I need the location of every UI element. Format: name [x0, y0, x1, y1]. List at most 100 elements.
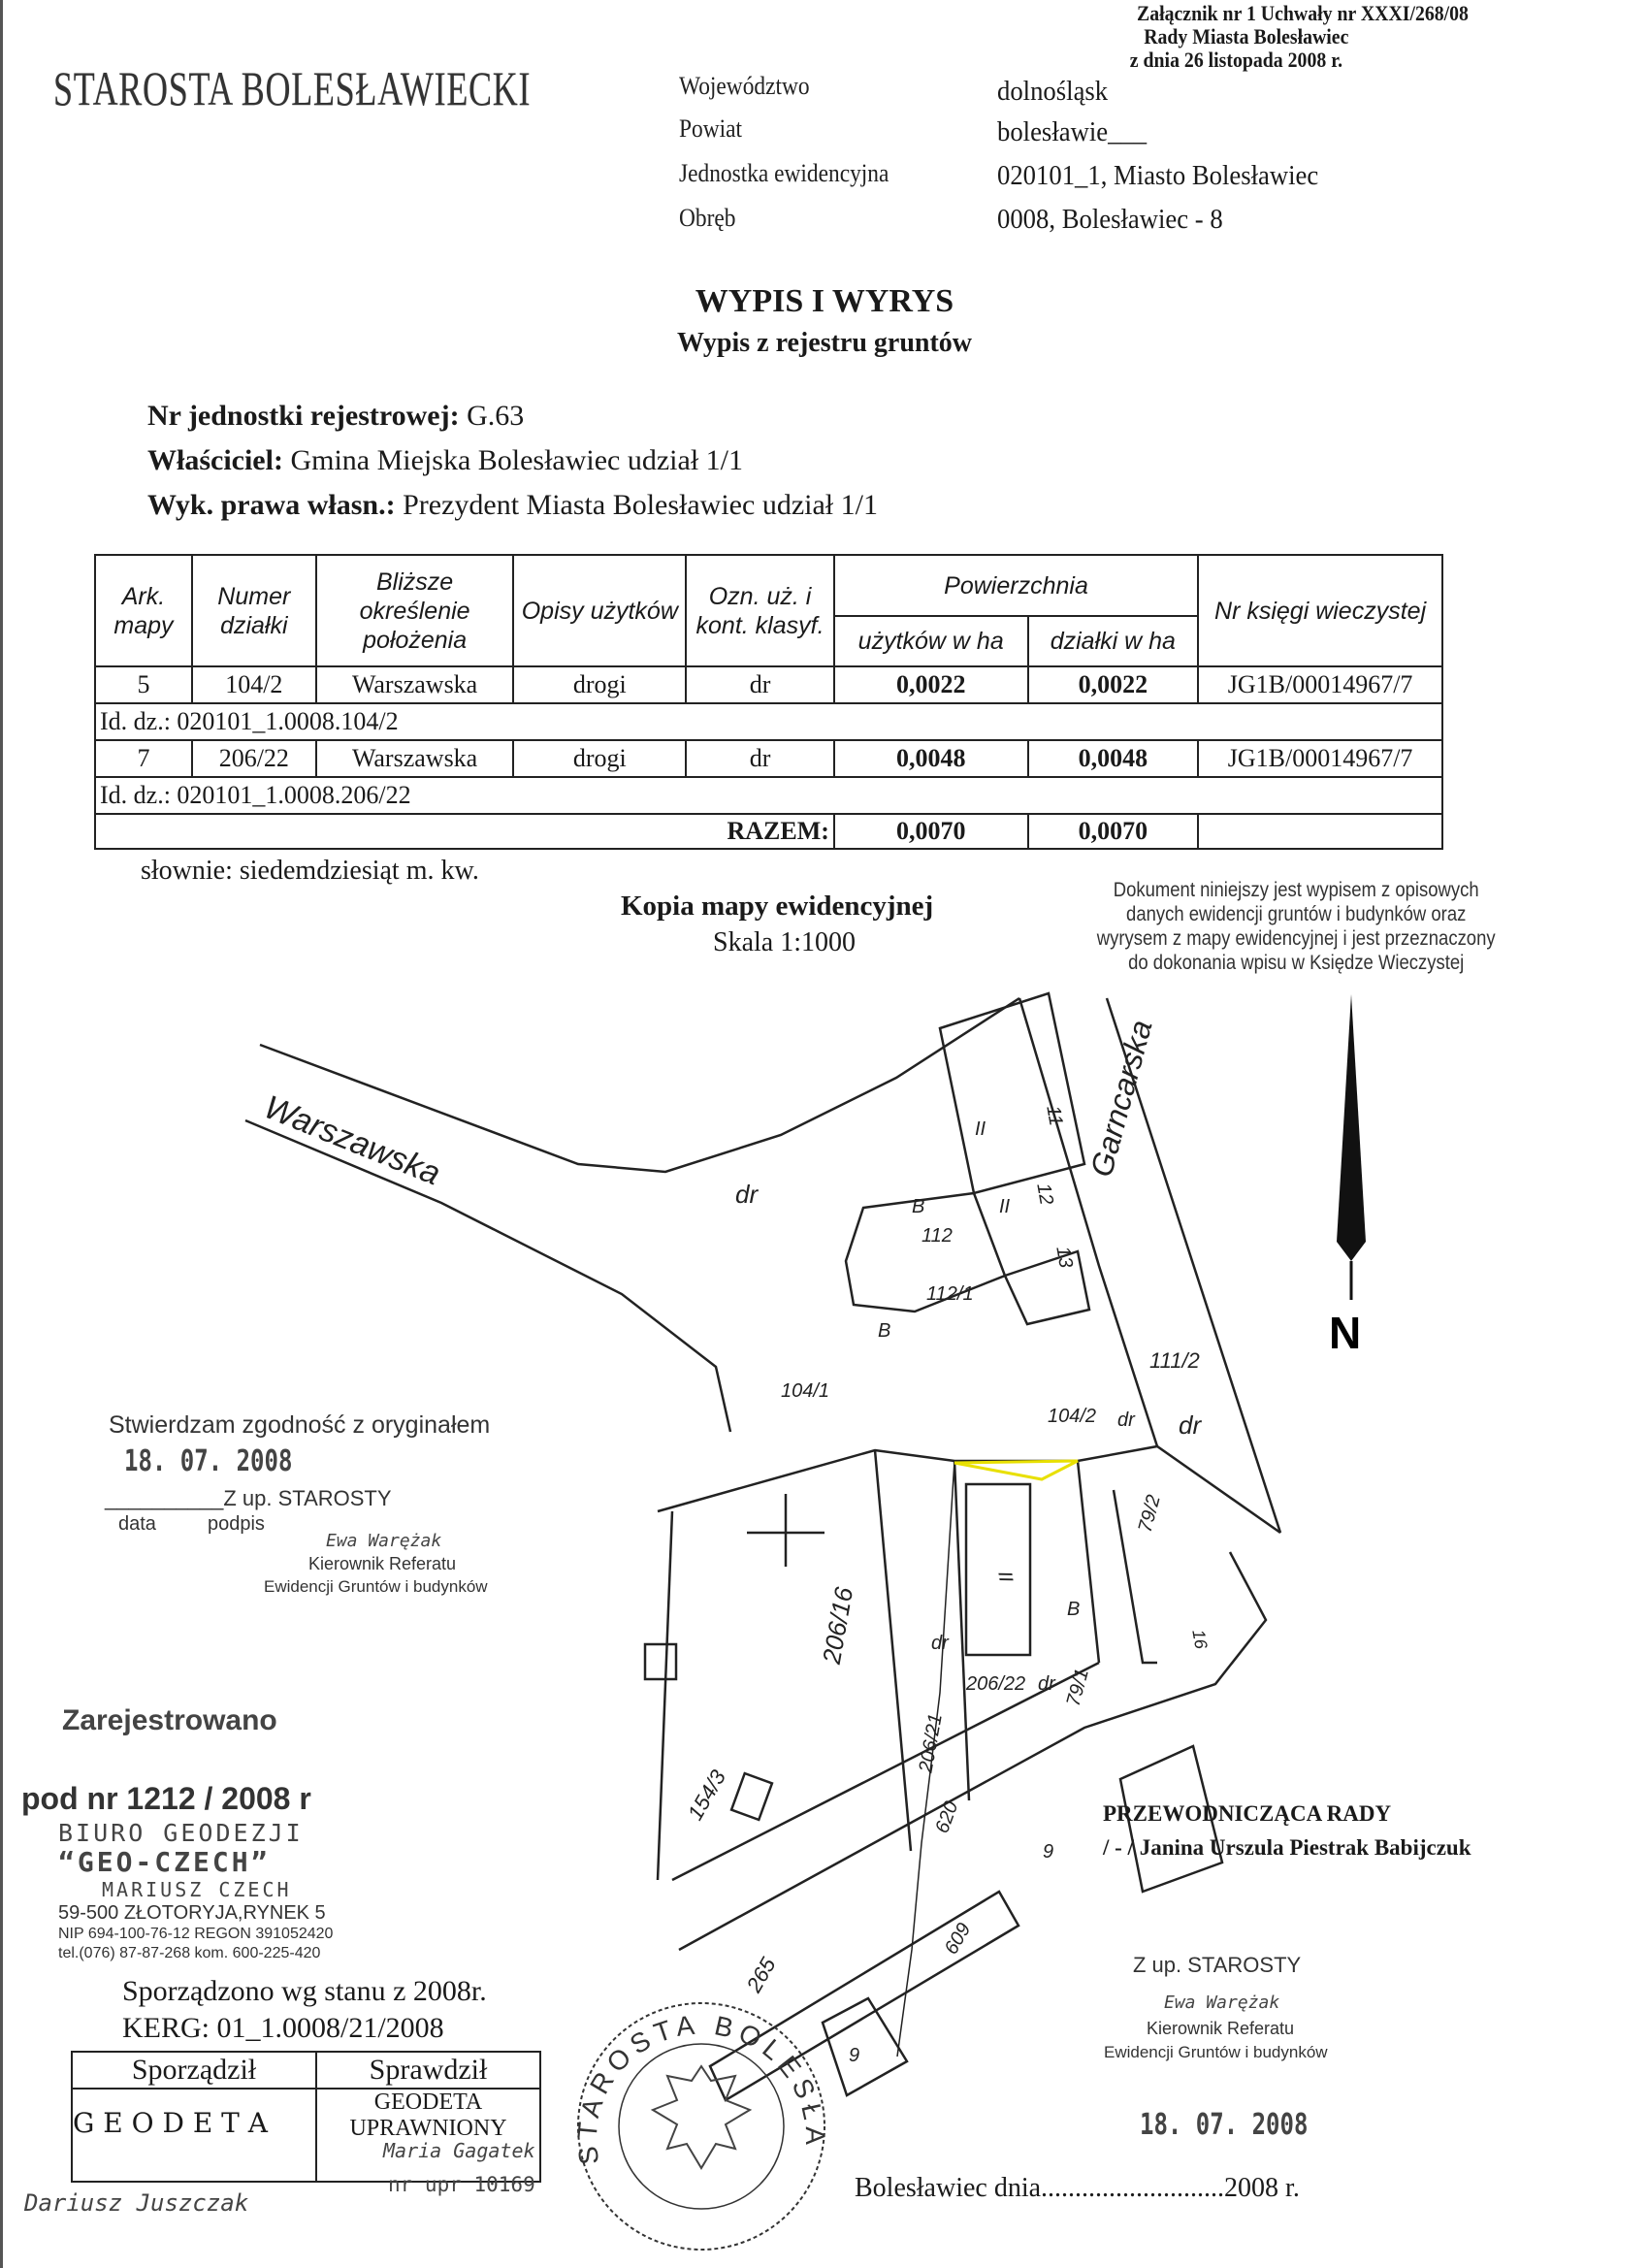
- notice-line: Dokument niniejszy jest wypisem z opisow…: [1113, 879, 1479, 901]
- table-row-id: Id. dz.: 020101_1.0008.104/2: [94, 702, 1443, 741]
- office-phone: tel.(076) 87-87-268 kom. 600-225-420: [58, 1945, 321, 1961]
- registered-number: pod nr 1212 / 2008 r: [21, 1781, 311, 1816]
- certify-signature-label: podpis: [208, 1513, 265, 1535]
- notice-line: wyrysem z mapy ewidencyjnej i jest przez…: [1096, 927, 1496, 950]
- starosta-role: Kierownik Referatu: [1147, 2019, 1295, 2038]
- council-title: PRZEWODNICZĄCA RADY: [1103, 1801, 1392, 1826]
- total-area-parcel: 0,0070: [1026, 813, 1200, 850]
- certify-date-label: data: [118, 1513, 156, 1535]
- certify-role: Kierownik Referatu: [308, 1554, 457, 1573]
- table-total-row: RAZEM: 0,0070 0,0070: [94, 813, 1443, 850]
- street-edge: [1105, 997, 1282, 1534]
- parcel-boundary: [953, 1460, 971, 1801]
- owner-value: Gmina Miejska Bolesławiec udział 1/1: [290, 444, 744, 476]
- map-label: 104/1: [781, 1380, 829, 1402]
- cell-parcel: 206/22: [190, 739, 317, 778]
- certify-date: 18. 07. 2008: [124, 1444, 293, 1478]
- parcel-boundary: [671, 1661, 1100, 1882]
- cell-area-use: 0,0048: [832, 739, 1029, 778]
- council-chair: / - / Janina Urszula Piestrak Babijczuk: [1103, 1835, 1471, 1860]
- rights-label: Wyk. prawa własn.:: [147, 489, 396, 521]
- total-empty: [1197, 813, 1443, 850]
- cell-location: Warszawska: [314, 739, 515, 778]
- rights-holder: Wyk. prawa własn.: Prezydent Miasta Bole…: [147, 489, 878, 522]
- building: [1003, 1249, 1091, 1326]
- map-label: dr: [735, 1180, 759, 1209]
- cell-use: drogi: [512, 665, 688, 704]
- col-parcel: Numer działki: [190, 554, 317, 667]
- building: [964, 1482, 1032, 1657]
- checker-license: nr upr 10169: [388, 2173, 535, 2196]
- notice-stamp: Dokument niniejszy jest wypisem z opisow…: [1091, 878, 1501, 975]
- boundary-dots: [896, 1460, 955, 2057]
- col-use: Opisy użytków: [512, 554, 688, 667]
- certify-name: Ewa Warężak: [326, 1531, 442, 1551]
- map-label: II: [975, 1118, 986, 1140]
- building: [821, 1996, 909, 2097]
- office-name: BIURO GEODEZJI: [58, 1819, 304, 1847]
- rights-value: Prezydent Miasta Bolesławiec udział 1/1: [403, 489, 878, 521]
- parcel-boundary: [657, 1444, 1281, 1535]
- total-area-use: 0,0070: [832, 813, 1029, 850]
- cell-sheet: 7: [94, 739, 193, 778]
- map-label: 79/1: [1063, 1667, 1093, 1708]
- registry-unit-label: Nr jednostki rejestrowej:: [147, 400, 460, 432]
- cell-parcel-id: Id. dz.: 020101_1.0008.206/22: [94, 776, 1443, 815]
- checker-title: GEODETA UPRAWNIONY: [315, 2088, 541, 2183]
- road-edge: [259, 996, 1020, 1174]
- map-scale: Skala 1:1000: [713, 927, 856, 957]
- north-arrow-icon: [1337, 994, 1366, 1261]
- map-label: B: [912, 1196, 924, 1217]
- owner: Właściciel: Gmina Miejska Bolesławiec ud…: [147, 444, 743, 477]
- voivodeship-label: Województwo: [679, 72, 810, 100]
- place-and-date: Bolesławiec dnia........................…: [855, 2173, 1300, 2203]
- col-sheet: Ark. mapy: [94, 554, 193, 667]
- eagle-icon: [650, 2064, 753, 2170]
- building: [729, 1771, 774, 1822]
- cell-area-use: 0,0022: [832, 665, 1029, 704]
- total-label: RAZEM:: [94, 813, 835, 850]
- starosta-line: Z up. STAROSTY: [1133, 1953, 1302, 1977]
- scan-edge: [0, 0, 3, 2268]
- certify-dept: Ewidencji Gruntów i budynków: [264, 1577, 488, 1596]
- county-value: bolesławie___: [997, 116, 1148, 147]
- map-label: 154/3: [683, 1766, 731, 1825]
- cell-use: drogi: [512, 739, 688, 778]
- owner-label: Właściciel:: [147, 444, 283, 476]
- col-land-book: Nr księgi wieczystej: [1197, 554, 1443, 667]
- starosta-name: Ewa Warężak: [1164, 1993, 1280, 2013]
- cell-area-parcel: 0,0022: [1026, 665, 1200, 704]
- unit-value: 020101_1, Miasto Bolesławiec: [997, 160, 1319, 191]
- col-location: Bliższe określenie położenia: [314, 554, 515, 667]
- map-label: 9: [1043, 1841, 1053, 1863]
- parcel-boundary: [1076, 1460, 1101, 1664]
- cell-land-book: JG1B/00014967/7: [1197, 739, 1443, 778]
- map-label: 13: [1051, 1245, 1077, 1270]
- land-register-table: Ark. mapy Numer działki Bliższe określen…: [94, 554, 1443, 850]
- unit-label: Jednostka ewidencyjna: [679, 159, 889, 187]
- precinct-label: Obręb: [679, 204, 736, 232]
- road-edge: [244, 1118, 732, 1433]
- map-title: Kopia mapy ewidencyjnej: [621, 891, 934, 922]
- map-label: 620: [931, 1798, 962, 1836]
- col-area-parcel: działki w ha: [1026, 615, 1200, 667]
- cell-class: dr: [685, 739, 835, 778]
- starosta-date: 18. 07. 2008: [1140, 2108, 1309, 2142]
- checker-name: Maria Gagatek: [383, 2139, 535, 2162]
- starosta-stamp: STAROSTA BOLESŁAWIECKI: [53, 61, 532, 115]
- registered-label: Zarejestrowano: [62, 1704, 277, 1736]
- annex-line: z dnia 26 listopada 2008 r.: [1129, 48, 1343, 72]
- building: [1118, 1744, 1224, 1894]
- map-label: B: [1067, 1599, 1080, 1620]
- parcel-boundary: [656, 1510, 674, 1881]
- map-label: dr: [1038, 1673, 1056, 1695]
- table-row: 5 104/2 Warszawska drogi dr 0,0022 0,002…: [94, 665, 1443, 704]
- office-tax: NIP 694-100-76-12 REGON 391052420: [58, 1926, 334, 1942]
- map-label: Garncarska: [1083, 1017, 1159, 1181]
- map-label: 206/22: [965, 1673, 1025, 1695]
- cell-parcel-id: Id. dz.: 020101_1.0008.104/2: [94, 702, 1443, 741]
- annex-line: Rady Miasta Bolesławiec: [1144, 24, 1349, 49]
- kerg-number: KERG: 01_1.0008/21/2008: [122, 2012, 444, 2044]
- voivodeship-value: dolnośląsk: [997, 76, 1109, 107]
- certify-text: Stwierdzam zgodność z oryginałem: [109, 1411, 491, 1439]
